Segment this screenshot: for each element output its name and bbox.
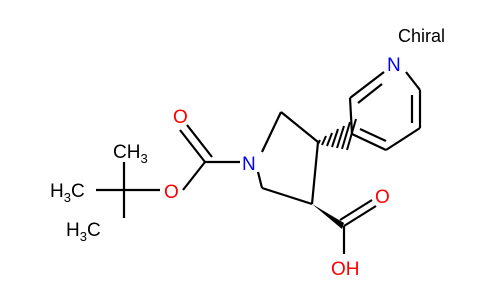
- bond-py-c3-c2: [348, 97, 354, 135]
- bold-wedge-c4-carboxyl: [312, 204, 344, 229]
- bond-boc-c-o-double-2: [186, 124, 213, 158]
- hashed-wedge-c3-pyridine: [317, 118, 357, 151]
- bond-py-c2-n: [349, 71, 385, 99]
- atom-o-acid-carbonyl: O: [375, 187, 390, 208]
- methyl-bottom: H3C: [66, 220, 101, 244]
- bond-acid-c-o-double-2: [339, 199, 373, 221]
- bond-py-c5-c4: [385, 127, 421, 151]
- atom-n-pyrrolidine: N: [242, 154, 256, 175]
- chiral-flag: Chiral: [398, 26, 445, 46]
- methyl-top: CH3: [113, 142, 148, 166]
- atom-n-pyridine: N: [387, 55, 401, 76]
- bond-boc-c-o-double-1: [179, 129, 206, 163]
- bond-py-c2-n-inner: [357, 83, 383, 104]
- bond-c5-n: [256, 171, 264, 189]
- bond-n-c2: [261, 111, 282, 153]
- methyl-left: H3C: [50, 181, 85, 205]
- bond-py-c4-c3-inner: [359, 128, 387, 142]
- bond-py-c4-c3: [351, 133, 387, 151]
- bond-acid-c-o-double-1: [343, 205, 377, 227]
- bond-c3-c4: [310, 141, 320, 205]
- atom-oh-acid: OH: [331, 259, 360, 280]
- atom-o-ester: O: [164, 182, 179, 203]
- bond-boc-c-o-ester: [182, 161, 206, 191]
- atom-o-boc-carbonyl: O: [173, 107, 188, 128]
- bond-c4-c5: [261, 186, 313, 206]
- bond-py-n-c6: [405, 71, 421, 91]
- bond-c2-c3: [280, 111, 319, 143]
